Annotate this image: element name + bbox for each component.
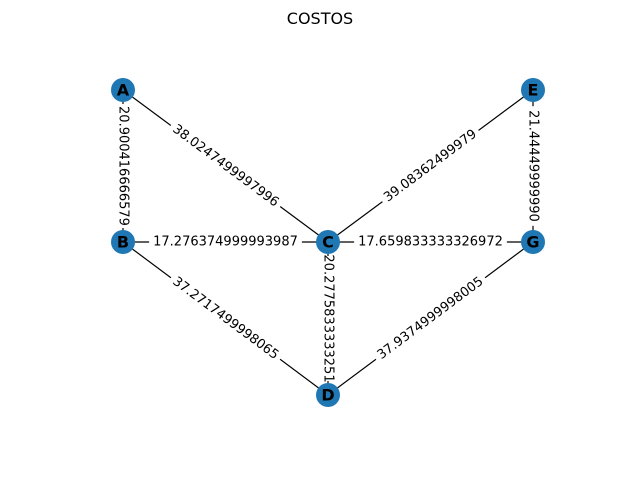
edge-label-background [354, 233, 507, 251]
node-circle [316, 230, 340, 254]
edge-e-g: 21.44449999990 [524, 90, 542, 242]
edge-weight-text: 20.2775833333251 [321, 254, 336, 382]
node-label: E [528, 81, 539, 100]
node-c: C [316, 230, 340, 254]
edge-weight-label: 17.659833333326972 [354, 233, 507, 251]
edge-label-background [524, 106, 542, 226]
edge-label-background [319, 256, 337, 381]
edge-weight-text: 20.900416666579 [116, 106, 131, 226]
edge-weight-label: 20.900416666579 [114, 104, 132, 228]
node-b: B [111, 230, 135, 254]
edge-c-d: 20.2775833333251 [319, 242, 337, 395]
edge-weight-text: 21.44449999990 [526, 110, 541, 222]
node-a: A [111, 78, 135, 102]
edge-label-background [149, 233, 302, 251]
edge-weight-text: 17.276374999993987 [153, 235, 298, 250]
node-circle [111, 230, 135, 254]
edge-a-b: 20.900416666579 [114, 90, 132, 242]
edge-weight-label: 21.44449999990 [524, 106, 542, 226]
node-e: E [521, 78, 545, 102]
edge-weight-label: 20.2775833333251 [319, 254, 337, 383]
node-label: A [117, 81, 130, 100]
node-d: D [316, 383, 340, 407]
edge-label-background [370, 270, 491, 367]
edge-b-c: 17.276374999993987 [123, 233, 328, 251]
nodes-layer: A B C D E G [111, 78, 545, 407]
node-circle [111, 78, 135, 102]
node-circle [521, 78, 545, 102]
node-circle [521, 230, 545, 254]
node-label: G [526, 233, 539, 252]
node-label: D [321, 386, 334, 405]
edge-c-g: 17.659833333326972 [328, 233, 533, 251]
node-label: B [117, 233, 129, 252]
node-g: G [521, 230, 545, 254]
edge-label-background [165, 270, 286, 367]
edge-label-background [377, 123, 484, 209]
edge-weight-text: 17.659833333326972 [358, 235, 503, 250]
node-circle [316, 383, 340, 407]
edge-label-background [114, 104, 132, 228]
node-label: C [322, 233, 334, 252]
edge-label-background [165, 118, 286, 214]
edge-weight-label: 17.276374999993987 [149, 233, 302, 251]
graph-title: COSTOS [287, 9, 353, 28]
